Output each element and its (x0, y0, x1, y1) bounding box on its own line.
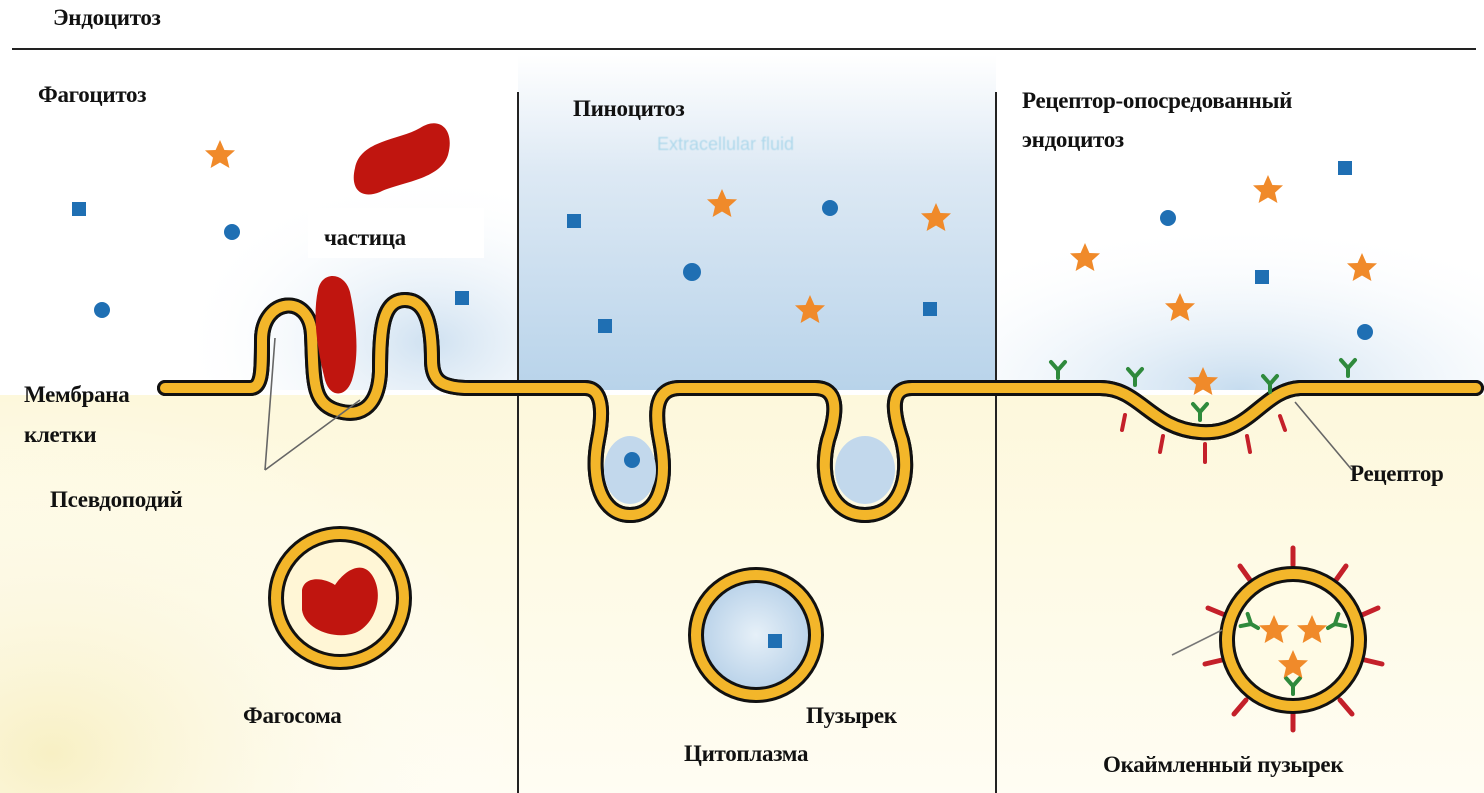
receptor-mediated-title-line2: эндоцитоз (1022, 127, 1124, 153)
membrane-label-line1: Мембрана (24, 382, 129, 408)
round-molecule (94, 302, 110, 318)
cytoplasm-label: Цитоплазма (684, 741, 808, 767)
round-molecule (1357, 324, 1373, 340)
receptor-mediated-title-line1: Рецептор-опосредованный (1022, 88, 1292, 114)
round-molecule (624, 452, 640, 468)
extracellular-fluid-label: Extracellular fluid (657, 134, 794, 155)
round-molecule (224, 224, 240, 240)
pseudopod-label: Псевдоподий (50, 487, 183, 513)
round-molecule (683, 263, 701, 281)
square-molecule (1338, 161, 1352, 175)
square-molecule (455, 291, 469, 305)
round-molecule (1160, 210, 1176, 226)
invagination-fluid (604, 436, 656, 504)
phagocytosis-title: Фагоцитоз (38, 82, 146, 108)
square-molecule (567, 214, 581, 228)
square-molecule (1255, 270, 1269, 284)
particle-label: частица (324, 225, 406, 251)
vesicle-label: Пузырек (806, 703, 897, 729)
square-molecule (72, 202, 86, 216)
round-molecule (822, 200, 838, 216)
invagination-fluid (835, 436, 895, 504)
receptor-label: Рецептор (1350, 461, 1444, 487)
square-molecule (768, 634, 782, 648)
square-molecule (598, 319, 612, 333)
square-molecule (923, 302, 937, 316)
diagram-title: Эндоцитоз (53, 5, 161, 31)
phagosome-label: Фагосома (243, 703, 342, 729)
membrane-label-line2: клетки (24, 422, 96, 448)
pinocytosis-title: Пиноцитоз (573, 96, 684, 122)
coated-vesicle-label: Окаймленный пузырек (1103, 752, 1343, 778)
